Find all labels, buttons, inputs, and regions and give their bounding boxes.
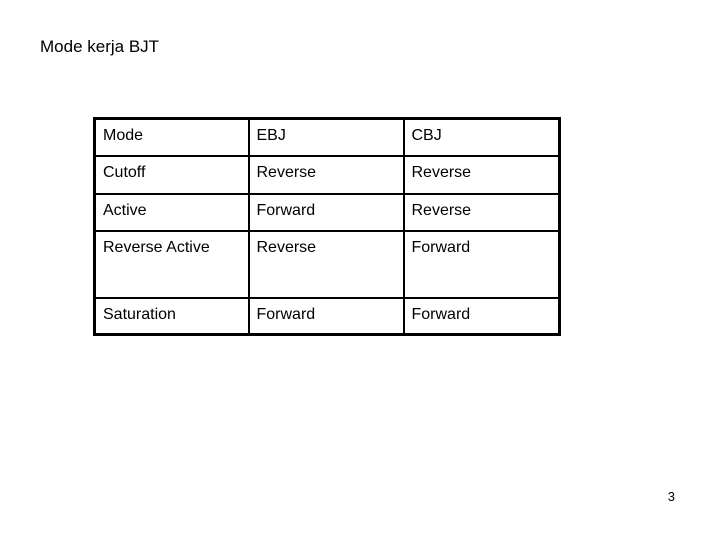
cell-ebj-value: Forward	[247, 192, 405, 232]
table-row: Cutoff Reverse Reverse	[93, 154, 561, 195]
table-row: Saturation Forward Forward	[93, 296, 561, 336]
header-cell-cbj: CBJ	[402, 117, 561, 157]
cell-cbj-value: Forward	[402, 296, 561, 336]
cell-ebj-value: Forward	[247, 296, 405, 336]
table-row: Active Forward Reverse	[93, 192, 561, 232]
cell-ebj-value: Reverse	[247, 154, 405, 195]
page-number: 3	[667, 489, 675, 504]
bjt-mode-table: Mode EBJ CBJ Cutoff Reverse Reverse Acti…	[93, 117, 561, 336]
cell-cbj-value: Reverse	[402, 192, 561, 232]
slide-title: Mode kerja BJT	[40, 37, 160, 56]
cell-cbj-value: Forward	[402, 229, 561, 299]
header-cell-ebj: EBJ	[247, 117, 405, 157]
cell-ebj-value: Reverse	[247, 229, 405, 299]
cell-mode-label: Saturation	[93, 296, 250, 336]
table-row: Reverse Active Reverse Forward	[93, 229, 561, 299]
cell-mode-label: Active	[93, 192, 250, 232]
table-header-row: Mode EBJ CBJ	[93, 117, 561, 157]
cell-mode-label: Cutoff	[93, 154, 250, 195]
cell-cbj-value: Reverse	[402, 154, 561, 195]
header-cell-mode: Mode	[93, 117, 250, 157]
cell-mode-label: Reverse Active	[93, 229, 250, 299]
